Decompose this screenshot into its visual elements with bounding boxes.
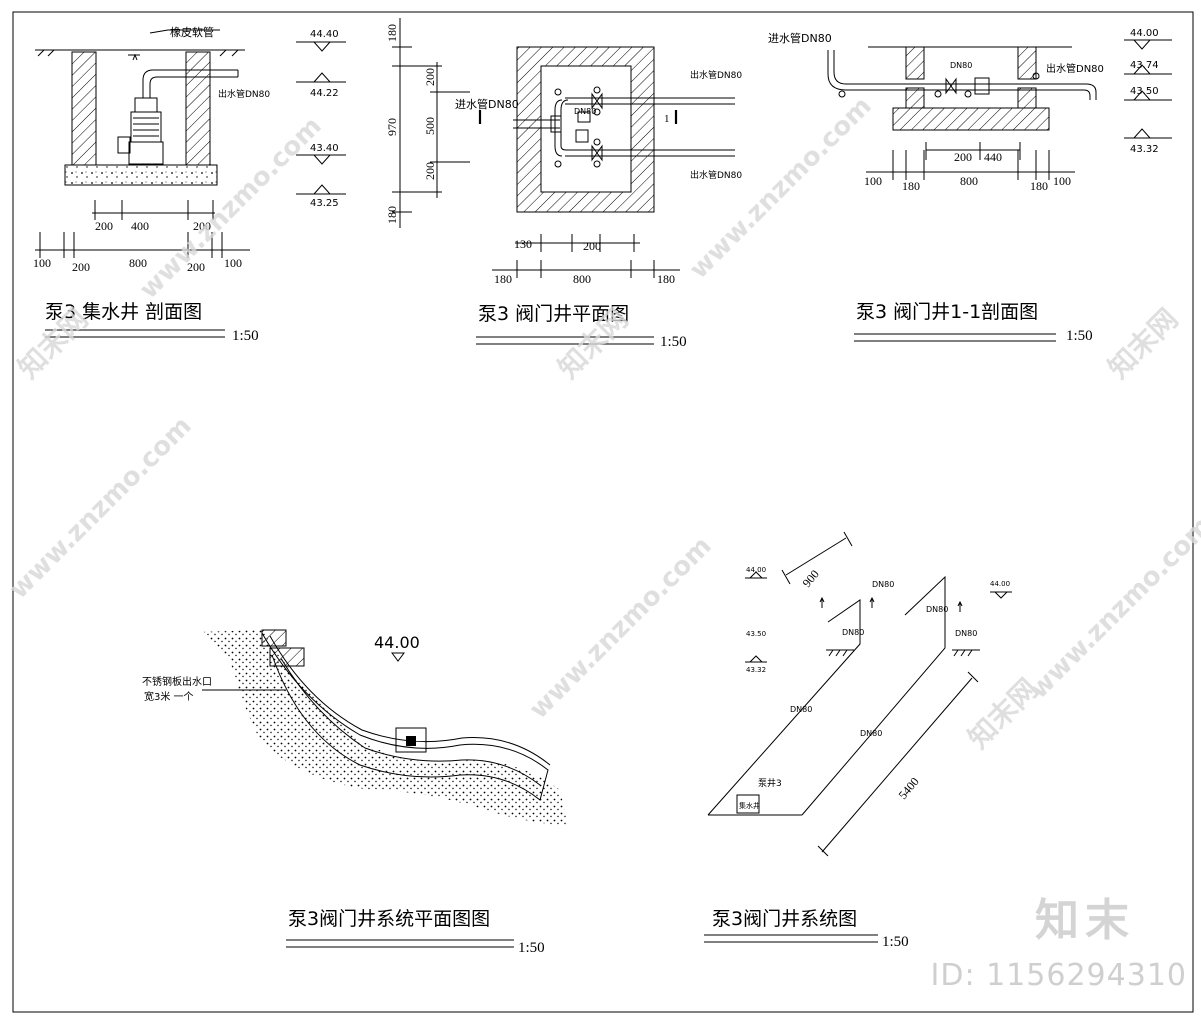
valve-section-level-markers xyxy=(1124,39,1172,139)
valve-vdim-total: 970 xyxy=(385,118,399,136)
valve-section-inlet-label: 进水管DN80 xyxy=(768,31,832,45)
sump-level-markers xyxy=(296,41,346,195)
iso-dim-900: 900 xyxy=(800,567,822,590)
sheet-border xyxy=(12,11,1194,1013)
valve-section-dn-label: DN80 xyxy=(950,61,972,70)
watermark-cn-4: 知末网 xyxy=(962,672,1045,755)
system-plan-callout-sub: 宽3米 一个 xyxy=(144,690,194,703)
valve-section-dim-inner-2: 440 xyxy=(984,150,1002,164)
iso-pipe-label-5: DN80 xyxy=(790,705,812,714)
iso-pipe-label-3: DN80 xyxy=(926,605,948,614)
valve-plan-scale: 1:50 xyxy=(660,334,687,350)
valve-plan-section-mark: 1 xyxy=(664,113,670,125)
sump-dim-outer-3: 800 xyxy=(129,256,147,270)
valve-dim-b1: 180 xyxy=(494,272,512,286)
valve-section-dim-5: 100 xyxy=(1053,174,1071,188)
sump-section-title: 泵3 集水井 剖面图 xyxy=(45,301,202,323)
iso-dim-5400: 5400 xyxy=(896,775,922,802)
system-plan-callout: 不锈钢板出水口 xyxy=(142,675,212,688)
sump-level-4: 43.25 xyxy=(310,198,339,209)
valve-vdim-4: 200 xyxy=(423,162,437,180)
iso-pipe-label-6: DN80 xyxy=(860,729,882,738)
valve-section-dim-3: 800 xyxy=(960,174,978,188)
system-plan-drawing xyxy=(200,629,568,826)
sump-dim-outer-1: 100 xyxy=(33,256,51,270)
sump-level-3: 43.40 xyxy=(310,143,339,154)
system-plan-scale: 1:50 xyxy=(518,940,545,956)
watermark-1: www.znzmo.com xyxy=(134,111,328,305)
valve-dim-b2: 800 xyxy=(573,272,591,286)
valve-section-level-1: 44.00 xyxy=(1130,28,1159,39)
valve-section-dim-2: 180 xyxy=(902,179,920,193)
iso-pump-box: 集水井 xyxy=(739,801,760,810)
valve-vdim-1: 180 xyxy=(385,24,399,42)
sump-dim-outer-2: 200 xyxy=(72,260,90,274)
sump-outlet-label: 出水管DN80 xyxy=(218,88,270,100)
valve-section-outlet-label: 出水管DN80 xyxy=(1046,62,1104,75)
iso-level-3: 43.32 xyxy=(746,666,766,674)
sump-level-1: 44.40 xyxy=(310,29,339,40)
valve-plan-dn-label: DN80 xyxy=(574,107,596,116)
system-plan-elevation: 44.00 xyxy=(374,633,420,652)
valve-section-scale: 1:50 xyxy=(1066,328,1093,344)
valve-section-level-3: 43.50 xyxy=(1130,86,1159,97)
asset-id: ID: 1156294310 xyxy=(930,958,1187,993)
iso-pump-label: 泵井3 xyxy=(758,777,782,789)
sump-level-2: 44.22 xyxy=(310,88,339,99)
valve-plan-title: 泵3 阀门井平面图 xyxy=(478,303,629,325)
valve-section-dim-inner-1: 200 xyxy=(954,150,972,164)
valve-vdim-5: 180 xyxy=(385,206,399,224)
valve-section-level-2: 43.74 xyxy=(1130,60,1159,71)
sump-dim-inner-1: 200 xyxy=(95,219,113,233)
valve-plan-inlet-label: 进水管DN80 xyxy=(455,97,519,111)
brand-logo-text: 知末 xyxy=(1035,895,1135,946)
valve-plan-outlet-top: 出水管DN80 xyxy=(690,69,742,81)
sump-dim-outer-4: 200 xyxy=(187,260,205,274)
system-iso-title: 泵3阀门井系统图 xyxy=(712,908,857,930)
valve-section-dim-4: 180 xyxy=(1030,179,1048,193)
watermark-5: www.znzmo.com xyxy=(1024,511,1201,705)
iso-level-1: 44.00 xyxy=(746,566,766,574)
watermark-2: www.znzmo.com xyxy=(684,91,878,285)
iso-pipe-label-1: DN80 xyxy=(872,580,894,589)
iso-level-4: 44.00 xyxy=(990,580,1010,588)
sump-hose-label: 橡皮软管 xyxy=(170,25,214,39)
valve-plan-outlet-bottom: 出水管DN80 xyxy=(690,169,742,181)
iso-pipe-label-4: DN80 xyxy=(955,629,977,638)
watermark-4: www.znzmo.com xyxy=(524,531,718,725)
system-plan-title: 泵3阀门井系统平面图图 xyxy=(288,908,490,930)
sump-dim-inner-3: 200 xyxy=(193,219,211,233)
sump-scale: 1:50 xyxy=(232,328,259,344)
system-iso-drawing xyxy=(707,531,1012,857)
valve-dim-a1: 130 xyxy=(514,237,532,251)
valve-vdim-2: 200 xyxy=(423,68,437,86)
sump-section-drawing xyxy=(35,29,250,258)
valve-dim-a2: 200 xyxy=(583,239,601,253)
valve-vdim-3: 500 xyxy=(423,117,437,135)
watermark-cn-3: 知末网 xyxy=(1102,302,1185,385)
sump-dim-inner-2: 400 xyxy=(131,219,149,233)
iso-level-2: 43.50 xyxy=(746,630,766,638)
iso-pipe-label-2: DN80 xyxy=(842,628,864,637)
system-iso-scale: 1:50 xyxy=(882,934,909,950)
valve-section-title: 泵3 阀门井1-1剖面图 xyxy=(856,301,1038,323)
sump-dim-outer-5: 100 xyxy=(224,256,242,270)
watermark-3: www.znzmo.com xyxy=(4,411,198,605)
valve-section-drawing xyxy=(827,46,1097,180)
valve-dim-b3: 180 xyxy=(657,272,675,286)
valve-section-level-4: 43.32 xyxy=(1130,144,1159,155)
valve-plan-drawing xyxy=(392,18,735,278)
valve-section-dim-1: 100 xyxy=(864,174,882,188)
